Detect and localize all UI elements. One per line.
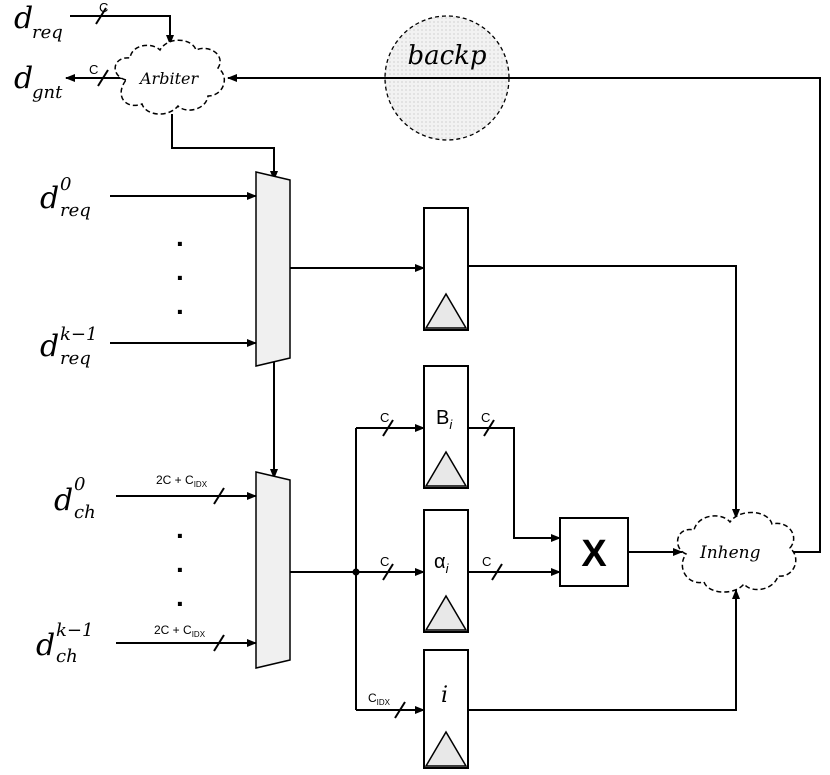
d-req-wire <box>70 15 174 45</box>
svg-text:0: 0 <box>60 174 71 195</box>
svg-text:req: req <box>60 348 91 369</box>
ch-mux <box>255 471 291 669</box>
chk-bus-slash <box>213 634 225 652</box>
ch0-label: d 0 ch <box>54 474 96 523</box>
d-req-width-label: C <box>99 0 108 15</box>
req0-label: d 0 req <box>40 174 91 221</box>
backp-label: backp <box>407 41 486 71</box>
to-alpha-bus-slash <box>382 563 394 581</box>
b-out-wire <box>468 427 561 542</box>
to-i-width-label: CIDX <box>368 691 391 707</box>
chk-width-label: 2C + CIDX <box>154 623 206 639</box>
svg-text:ch: ch <box>56 646 78 667</box>
alpha-register-label: αi <box>434 551 450 576</box>
req-register-clock <box>424 292 468 329</box>
svg-text:d: d <box>14 61 33 96</box>
svg-text:req: req <box>60 200 91 221</box>
i-register-label: i <box>441 683 448 708</box>
i-out-wire <box>468 589 740 711</box>
svg-text:d: d <box>14 1 33 36</box>
b-register-clock <box>424 450 468 487</box>
arbiter-cloud <box>114 39 226 115</box>
svg-text:req: req <box>32 22 63 43</box>
arbiter-label: Arbiter <box>138 69 199 88</box>
to-alpha-width-label: C <box>380 554 389 569</box>
d-gnt-label: d gnt <box>14 61 63 103</box>
svg-text:gnt: gnt <box>32 82 63 103</box>
backpressure-wire <box>227 74 821 553</box>
multiplier-box <box>559 517 629 587</box>
ch0-width-label: 2C + CIDX <box>156 473 208 489</box>
reqk-label: d k−1 req <box>40 324 97 369</box>
to-b-width-label: C <box>380 410 389 425</box>
d-req-bus-slash <box>95 7 107 25</box>
inheng-label: Inheng <box>699 543 761 563</box>
svg-text:k−1: k−1 <box>56 620 93 641</box>
alpha-out-bus-slash <box>491 563 503 581</box>
svg-text:d: d <box>40 181 59 216</box>
svg-text:d: d <box>40 329 59 364</box>
alpha-out-width-label: C <box>482 554 491 569</box>
arbiter-select-wire <box>171 114 278 181</box>
svg-text:d: d <box>54 483 73 518</box>
alpha-register-clock <box>424 594 468 631</box>
ch-dots-2: . <box>176 547 184 578</box>
to-i-bus-slash <box>394 701 406 719</box>
req-dots-2: . <box>176 255 184 286</box>
i-register-clock <box>424 730 468 767</box>
b-register-label: Bi <box>436 407 453 432</box>
ch-dots-1: . <box>176 513 184 544</box>
inheng-cloud <box>676 511 797 593</box>
b-out-bus-slash <box>483 419 495 437</box>
d-req-label: d req <box>14 1 63 43</box>
b-out-width-label: C <box>481 410 490 425</box>
req-dots-3: . <box>176 289 184 320</box>
to-b-bus-slash <box>382 419 394 437</box>
req-dots-1: . <box>176 221 184 252</box>
ch0-bus-slash <box>213 487 225 505</box>
multiplier-label: X <box>581 533 607 575</box>
req-register-out-wire <box>468 265 740 519</box>
svg-text:0: 0 <box>74 474 85 495</box>
ch-dots-3: . <box>176 581 184 612</box>
svg-text:ch: ch <box>74 502 96 523</box>
svg-text:k−1: k−1 <box>60 324 97 345</box>
chk-label: d k−1 ch <box>36 620 93 667</box>
d-gnt-width-label: C <box>89 62 98 77</box>
svg-text:d: d <box>36 628 55 663</box>
d-gnt-bus-slash <box>97 69 109 87</box>
req-mux <box>255 171 291 367</box>
